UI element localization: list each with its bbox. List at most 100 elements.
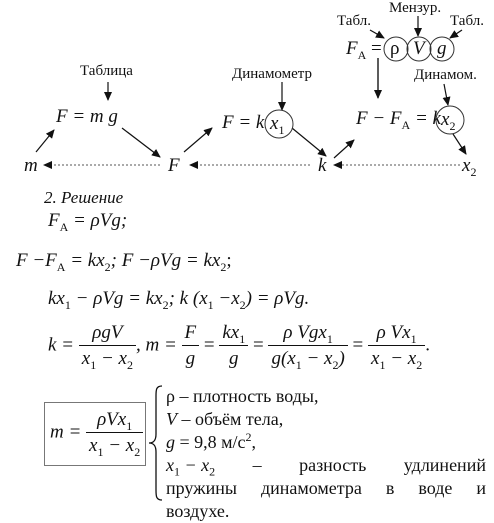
circle-rho xyxy=(383,36,409,62)
node-k: k xyxy=(318,155,326,177)
eq3-sub: A xyxy=(401,117,411,132)
f4-num-sub: 1 xyxy=(326,331,333,346)
f5-num-sub: 1 xyxy=(410,331,417,346)
node-x2: x2 xyxy=(462,155,477,179)
node-k-text: k xyxy=(318,155,327,176)
legend-rho: ρ – плотность воды, xyxy=(166,386,319,406)
f4-den-a: g(x xyxy=(271,348,296,369)
legend-l5-w0: пружины xyxy=(166,478,237,498)
node-x2-sub: 2 xyxy=(470,164,477,179)
circle-x1 xyxy=(264,109,294,139)
legend-line5: пружины динамометра в воде и xyxy=(166,477,486,500)
x1-text: x xyxy=(270,113,279,134)
eq2-end: ; xyxy=(226,250,232,271)
node-x2-text: x xyxy=(462,155,471,176)
node-m: m xyxy=(24,155,38,177)
legend-x-b: − x xyxy=(180,455,210,475)
eq4-eq3: = xyxy=(347,334,369,356)
f5-den-wrap: x1 − x2 xyxy=(368,346,425,372)
f5-den-sub1: 1 xyxy=(379,357,386,372)
legend-g-text: = 9,8 м/с xyxy=(175,432,246,452)
frac-k-den: x1 − x2 xyxy=(79,346,136,372)
arrow-F-to-eq2 xyxy=(183,127,213,153)
final-num: ρVx xyxy=(97,409,127,430)
f3-num: kx xyxy=(222,322,240,343)
arrow-x2circle-to-x2 xyxy=(452,133,467,155)
frac-k-num: ρgV xyxy=(78,322,136,346)
legend-x-sub1: 1 xyxy=(174,464,180,479)
left-brace xyxy=(148,385,163,501)
V-text: V xyxy=(413,38,425,59)
f4-den-b: − x xyxy=(301,348,333,369)
fa-top-sub: A xyxy=(357,47,367,62)
f4-den-sub1: 1 xyxy=(295,357,302,372)
final-den-sub1: 1 xyxy=(97,444,104,459)
f4-num-wrap: ρ Vgx1 xyxy=(268,322,348,346)
label-dinamom: Динамом. xyxy=(414,67,477,83)
final-num-wrap: ρVx1 xyxy=(86,409,144,433)
f1-den-sub1: 1 xyxy=(90,357,97,372)
f5-num-wrap: ρ Vx1 xyxy=(368,322,426,346)
final-den-b: − x xyxy=(103,435,135,456)
circle-x2 xyxy=(435,105,465,135)
eq2-b: = kx xyxy=(65,250,105,271)
arrow-eq-to-F xyxy=(121,127,161,158)
fa-top-text: F xyxy=(346,38,358,59)
legend-V-text: – объём тела, xyxy=(177,409,284,429)
legend-l5-w4: и xyxy=(476,478,486,498)
g-text: g xyxy=(437,38,447,59)
fa-top-eq: = xyxy=(366,38,382,59)
legend-g: g = 9,8 м/с2, xyxy=(166,431,486,454)
section-heading: 2. Решение xyxy=(44,188,123,208)
x2c-sub: 2 xyxy=(449,118,456,133)
f1-den-a: x xyxy=(81,348,91,369)
eq3-mid: = k xyxy=(410,108,441,129)
eq3-d-sub: 2 xyxy=(239,297,246,312)
legend-g-end: , xyxy=(251,432,257,452)
final-den-a: x xyxy=(89,435,98,456)
circle-x2-label: x2 xyxy=(441,109,456,133)
eq3-c: ; k (x xyxy=(168,288,208,309)
eq3-c-sub: 1 xyxy=(207,297,214,312)
f5-den-sub2: 2 xyxy=(416,357,423,372)
arrow-tabl-to-g xyxy=(449,29,463,39)
eq3-prefix: F − F xyxy=(356,108,402,129)
eq2-a: F −F xyxy=(16,250,57,271)
eq2-sub2: 2 xyxy=(104,259,111,274)
eq3-b: − ρVg = kx xyxy=(70,288,163,309)
eq1-lhs: F xyxy=(48,210,60,231)
equation-1: FA = ρVg; xyxy=(48,210,127,233)
eq-F-k-text: F = k xyxy=(222,112,265,133)
legend-l5-w3: воде xyxy=(418,478,453,498)
f4-den-wrap: g(x1 − x2) xyxy=(268,346,347,372)
final-den-wrap: x1 − x2 xyxy=(86,433,143,459)
f2-den: g xyxy=(185,348,196,369)
arrow-k-to-eq3 xyxy=(333,139,355,159)
eq3-a-sub: 1 xyxy=(64,297,71,312)
f2-num: F xyxy=(184,322,197,343)
f5-num: ρ Vx xyxy=(376,322,411,343)
legend: ρ – плотность воды, V – объём тела, g = … xyxy=(166,385,486,523)
legend-x-row: x1 − x2 – разность удлинений xyxy=(166,454,486,479)
final-num-sub: 1 xyxy=(126,418,133,433)
f3-den: g xyxy=(229,348,239,369)
final-m: m = xyxy=(50,421,87,443)
arrow-tabl-to-rho xyxy=(369,29,385,39)
final-den-sub2: 2 xyxy=(134,444,141,459)
eq-F-mg-text: F = m g xyxy=(56,106,118,127)
label-tablica: Таблица xyxy=(80,63,133,79)
label-menzur: Мензур. xyxy=(389,0,442,16)
circle-V xyxy=(406,36,432,62)
eq4-eq2: = xyxy=(248,334,269,356)
final-answer-box xyxy=(44,402,146,466)
legend-g-sym: g xyxy=(166,432,175,452)
heading-text: 2. Решение xyxy=(44,188,124,207)
f4-num: ρ Vgx xyxy=(283,322,327,343)
node-F-text: F xyxy=(168,155,180,176)
legend-x-w0: – xyxy=(252,455,262,475)
legend-x-a: x xyxy=(166,455,174,475)
f2-num-wrap: F xyxy=(181,322,200,346)
legend-line6: воздухе. xyxy=(166,501,230,521)
